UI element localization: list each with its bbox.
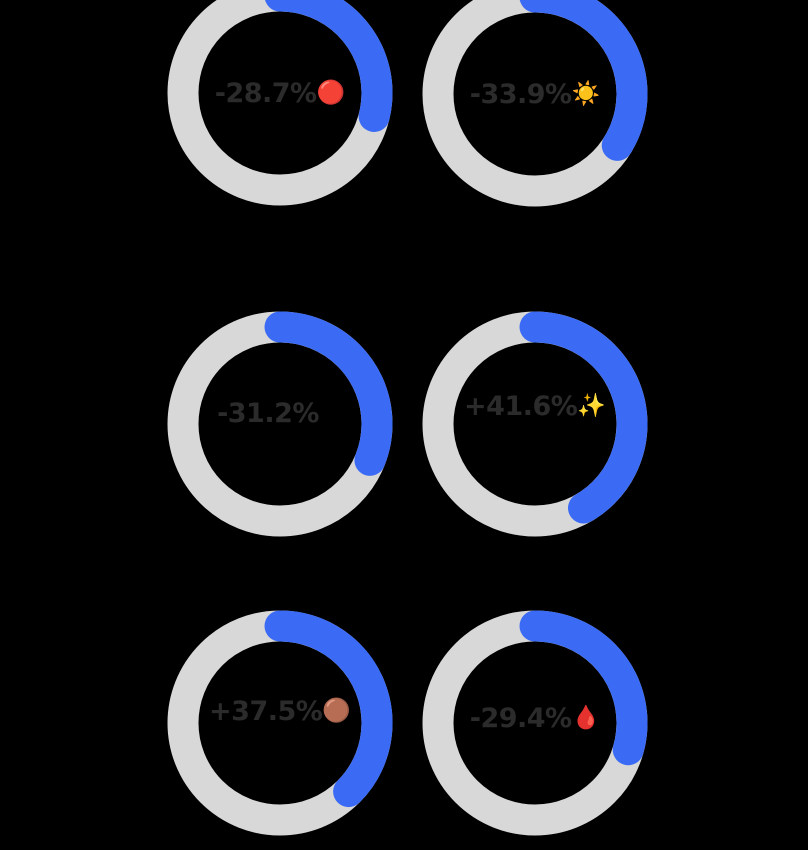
- gauge-value-arc-6: [519, 610, 648, 766]
- gauge-ring-4: [422, 311, 648, 537]
- gauge-chart-6: -29.4%🩸: [422, 610, 648, 836]
- gauge-chart-5: +37.5%🟤: [167, 610, 393, 836]
- gauge-ring-5: [167, 610, 393, 836]
- gauge-chart-1: -28.7%🔴: [167, 0, 393, 206]
- gauge-chart-2: -33.9%☀️: [422, 0, 648, 207]
- gauge-value-arc-5: [264, 610, 393, 808]
- gauge-ring-6: [422, 610, 648, 836]
- gauge-chart-3: -31.2%😐: [167, 311, 393, 537]
- gauge-ring-3: [167, 311, 393, 537]
- gauge-value-arc-2: [519, 0, 648, 161]
- gauge-ring-1: [167, 0, 393, 206]
- gauge-value-arc-3: [264, 311, 393, 476]
- gauge-ring-2: [422, 0, 648, 207]
- gauge-value-arc-1: [265, 0, 393, 132]
- gauge-value-arc-4: [519, 311, 648, 524]
- gauge-chart-4: +41.6%✨: [422, 311, 648, 537]
